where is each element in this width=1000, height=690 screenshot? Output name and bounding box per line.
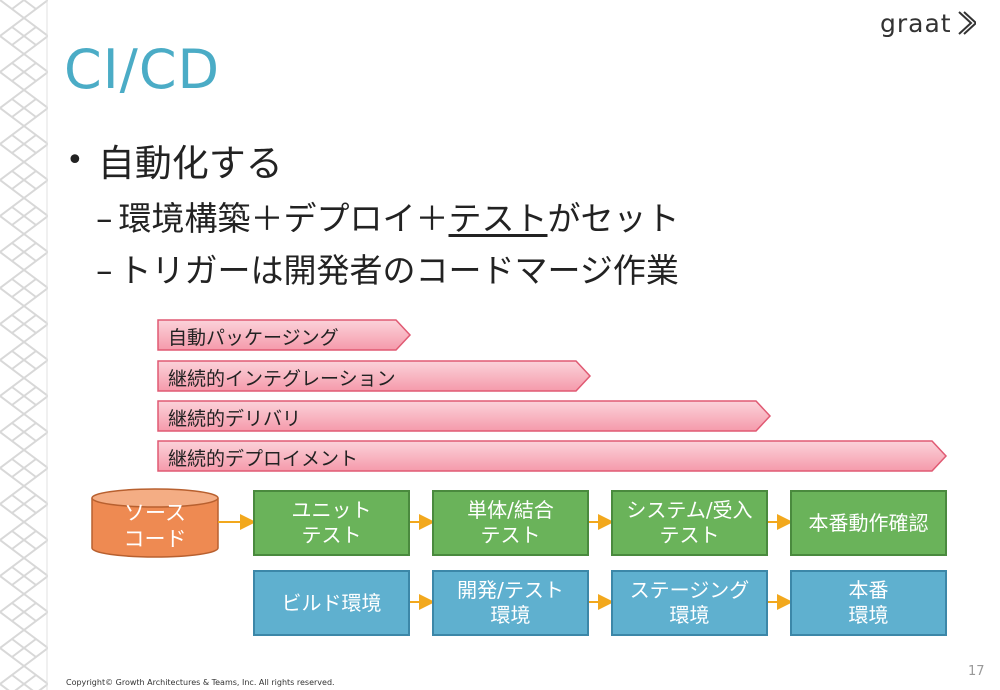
- box-line2: テスト: [301, 523, 362, 547]
- box-unit-test: ユニットテスト: [253, 490, 410, 556]
- arrow-label-continuous-integration: 継続的インテグレーション: [168, 368, 396, 390]
- bullet-item: • 自動化する: [66, 133, 283, 187]
- box-line1: 単体/結合: [467, 498, 554, 522]
- bullet-text: 自動化する: [97, 142, 283, 185]
- box-line2: 環境: [669, 603, 710, 627]
- box-line1: システム/受入: [626, 498, 753, 522]
- sub-text-underlined: テスト: [448, 199, 548, 238]
- box-line2: 環境: [848, 603, 889, 627]
- box-line2: テスト: [659, 523, 720, 547]
- arrow-label-continuous-delivery: 継続的デリバリ: [168, 408, 302, 430]
- box-system-acceptance-test: システム/受入テスト: [611, 490, 768, 556]
- sub-dash: –: [96, 199, 113, 238]
- logo: graat: [880, 6, 976, 40]
- logo-text: graat: [880, 8, 952, 38]
- bullet-marker: •: [66, 142, 84, 178]
- logo-chevron-icon: [957, 11, 976, 35]
- box-line1: 開発/テスト: [457, 578, 564, 602]
- box-dev-test-env: 開発/テスト環境: [432, 570, 589, 636]
- source-code-line2: コード: [123, 527, 187, 551]
- box-production-env: 本番環境: [790, 570, 947, 636]
- sub-bullet-1: –環境構築＋デプロイ＋テストがセット: [96, 192, 680, 240]
- sub-text-part: 環境構築＋デプロイ＋: [118, 199, 449, 238]
- box-line2: 環境: [490, 603, 531, 627]
- copyright-footer: Copyright© Growth Architectures & Teams,…: [66, 678, 335, 687]
- arrow-label-continuous-deployment: 継続的デプロイメント: [168, 448, 359, 470]
- box-integration-test: 単体/結合テスト: [432, 490, 589, 556]
- box-line1: ユニット: [291, 498, 372, 522]
- box-production-check: 本番動作確認: [790, 490, 947, 556]
- source-code-line1: ソース: [124, 500, 186, 525]
- source-code-label: ソース コード: [92, 496, 218, 556]
- slide-title: CI/CD: [64, 38, 221, 101]
- sub-text-part: がセット: [547, 199, 680, 238]
- box-line1: 本番動作確認: [808, 510, 929, 535]
- sub-dash: –: [96, 251, 113, 290]
- arrow-label-auto-packaging: 自動パッケージング: [168, 327, 339, 349]
- box-build-env: ビルド環境: [253, 570, 410, 636]
- box-line2: テスト: [480, 523, 541, 547]
- box-line1: ステージング: [629, 578, 750, 602]
- side-pattern: [0, 0, 48, 690]
- box-line1: 本番: [848, 578, 889, 602]
- box-staging-env: ステージング環境: [611, 570, 768, 636]
- sub-text: トリガーは開発者のコードマージ作業: [118, 251, 679, 290]
- sub-bullet-2: –トリガーは開発者のコードマージ作業: [96, 244, 679, 292]
- box-line1: ビルド環境: [281, 590, 382, 615]
- page-number: 17: [968, 664, 985, 679]
